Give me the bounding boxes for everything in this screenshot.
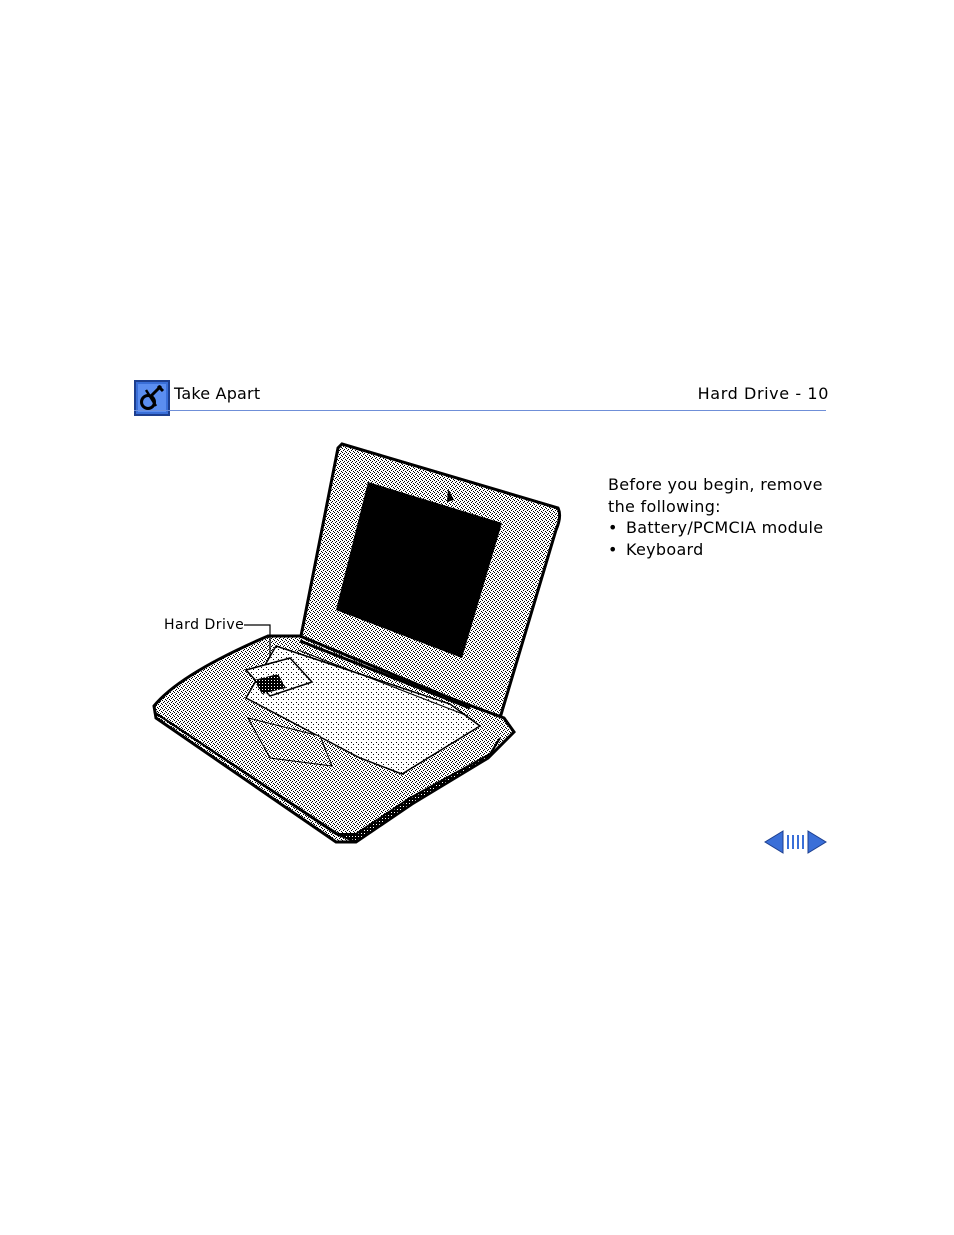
- index-bars-icon[interactable]: [786, 830, 806, 854]
- right-arrow-icon[interactable]: [807, 830, 827, 854]
- list-item-label: Keyboard: [626, 539, 704, 559]
- page-navigation: [764, 830, 828, 854]
- list-item: • Keyboard: [608, 539, 848, 561]
- list-item-label: Battery/PCMCIA module: [626, 518, 824, 537]
- bullet-icon: •: [608, 539, 618, 559]
- laptop-illustration: [150, 436, 570, 848]
- section-title: Take Apart: [174, 384, 261, 403]
- list-item: • Battery/PCMCIA module: [608, 517, 848, 539]
- prerequisite-list: • Battery/PCMCIA module • Keyboard: [608, 517, 848, 560]
- instructions-block: Before you begin, remove the following: …: [608, 474, 848, 560]
- header-divider: [134, 410, 826, 411]
- bullet-icon: •: [608, 518, 618, 537]
- page-title: Hard Drive - 10: [697, 384, 829, 403]
- hard-drive-callout: Hard Drive: [164, 617, 245, 633]
- left-arrow-icon[interactable]: [764, 830, 784, 854]
- tools-icon: [134, 380, 170, 416]
- instructions-intro: Before you begin, remove the following:: [608, 475, 823, 516]
